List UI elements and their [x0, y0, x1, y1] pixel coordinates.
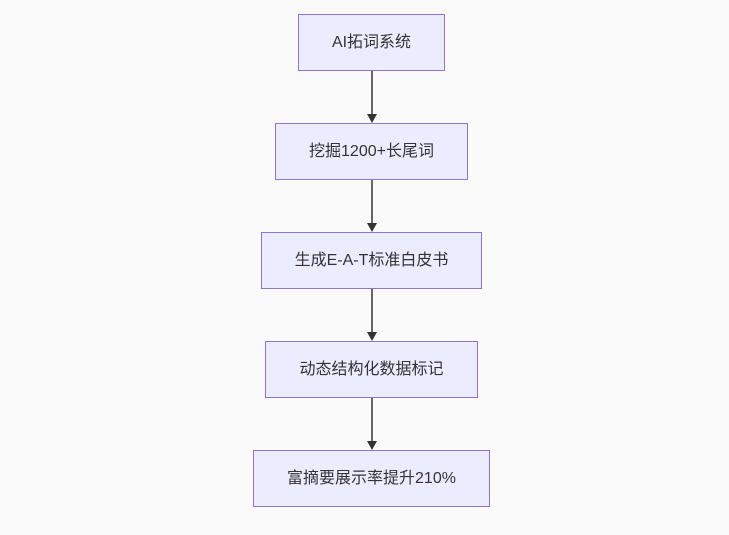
arrow-line: [370, 71, 373, 114]
flow-node-longtail-mining: 挖掘1200+长尾词: [275, 123, 468, 180]
arrowhead-down-icon: [366, 332, 377, 341]
arrow-line: [370, 289, 373, 332]
arrowhead-down-icon: [366, 114, 377, 123]
flow-arrow-1: [366, 71, 377, 123]
arrow-line: [370, 180, 373, 223]
flow-arrow-3: [366, 289, 377, 341]
flow-node-structured-data-markup: 动态结构化数据标记: [265, 341, 478, 398]
arrowhead-down-icon: [366, 223, 377, 232]
flowchart-column: AI拓词系统 挖掘1200+长尾词 生成E-A-T标准白皮书 动态结构化数据标记…: [7, 14, 729, 507]
flow-node-rich-snippet-rate: 富摘要展示率提升210%: [253, 450, 490, 507]
flow-arrow-2: [366, 180, 377, 232]
arrowhead-down-icon: [366, 441, 377, 450]
flow-node-eat-whitepaper: 生成E-A-T标准白皮书: [260, 232, 483, 289]
flow-node-ai-keyword-system: AI拓词系统: [297, 14, 446, 71]
flow-arrow-4: [366, 398, 377, 450]
arrow-line: [370, 398, 373, 441]
